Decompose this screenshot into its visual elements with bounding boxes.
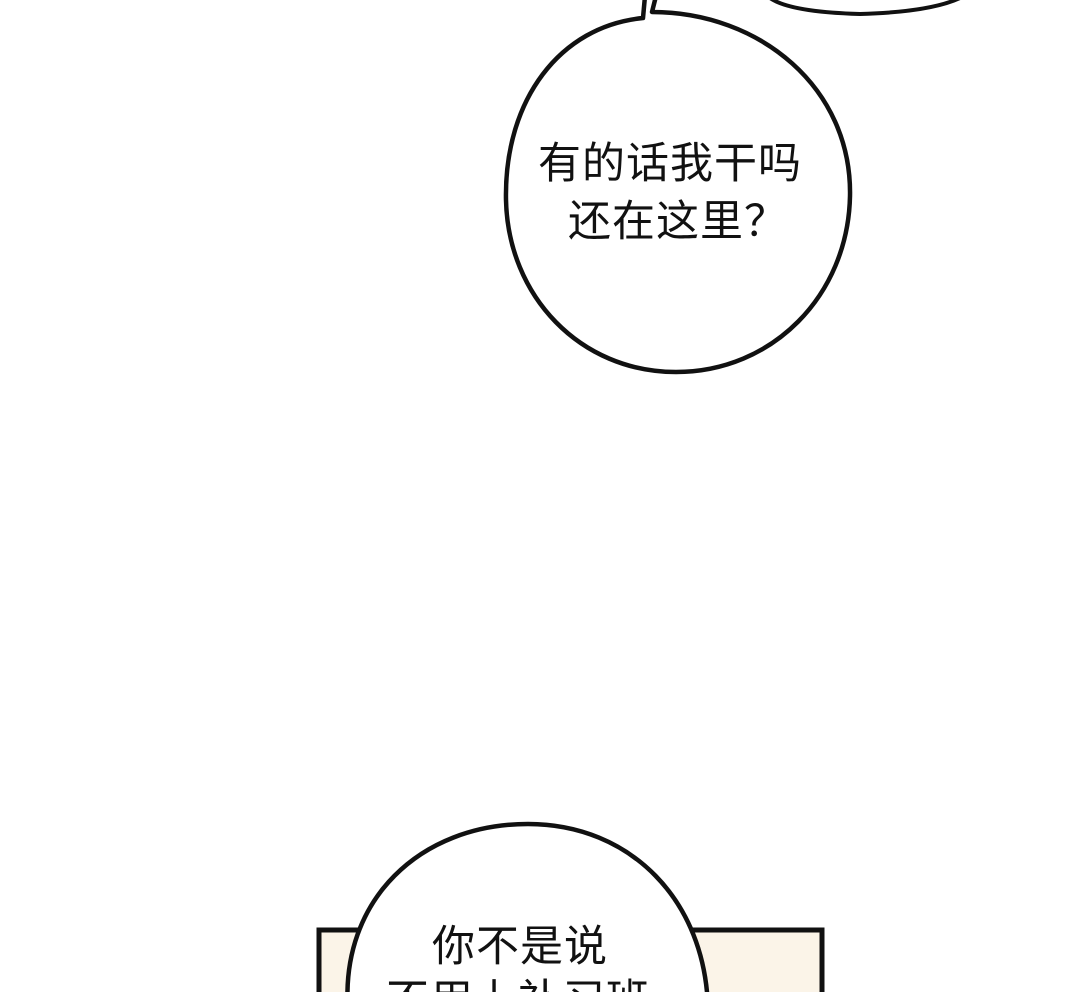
bubble-upper-line-1: 有的话我干吗 [538, 139, 802, 189]
bubble-lower-line-1: 你不是说 [432, 922, 608, 972]
partial-speech-bubble-top [769, 0, 961, 17]
bubble-upper-line-2: 还在这里？ [568, 197, 788, 247]
speech-bubble-lower [345, 821, 710, 992]
bubble-lower-line-2: 不用上补习班 [386, 980, 650, 992]
speech-bubble-upper [503, 0, 853, 375]
